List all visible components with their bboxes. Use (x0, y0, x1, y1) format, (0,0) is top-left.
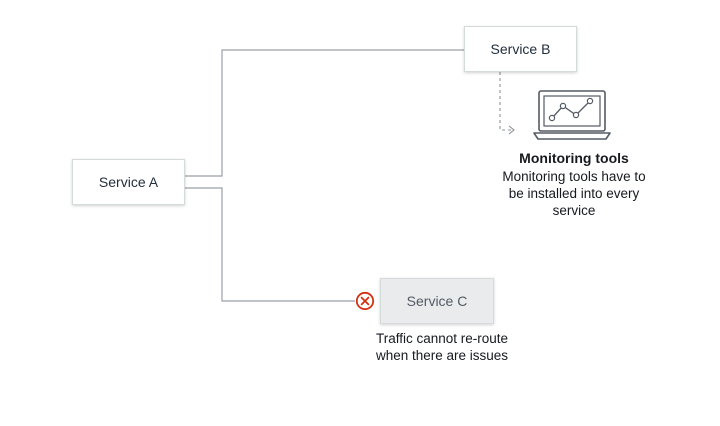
laptop-chart-icon (533, 90, 611, 140)
error-x-icon (355, 291, 375, 311)
service-c-box: Service C (380, 278, 494, 324)
connector-a-to-c (185, 187, 355, 302)
service-a-box: Service A (72, 159, 185, 205)
monitoring-desc-line: service (552, 203, 596, 218)
dashed-arrowhead (508, 125, 515, 135)
service-b-box: Service B (464, 26, 577, 72)
dashed-arrow-icon (499, 72, 512, 131)
service-c-label: Service C (406, 293, 468, 309)
monitoring-desc-line: Monitoring tools have to (502, 169, 646, 184)
monitoring-desc-line: be installed into every (508, 186, 640, 201)
traffic-desc-line: when there are issues (375, 348, 509, 363)
monitoring-tools-description: Monitoring tools have to be installed in… (484, 168, 664, 219)
traffic-reroute-description: Traffic cannot re-route when there are i… (352, 330, 532, 364)
monitoring-tools-title: Monitoring tools (519, 150, 629, 166)
service-a-label: Service A (98, 174, 159, 190)
connector-a-to-b (185, 49, 464, 177)
traffic-desc-line: Traffic cannot re-route (375, 331, 509, 346)
service-b-label: Service B (490, 41, 551, 57)
